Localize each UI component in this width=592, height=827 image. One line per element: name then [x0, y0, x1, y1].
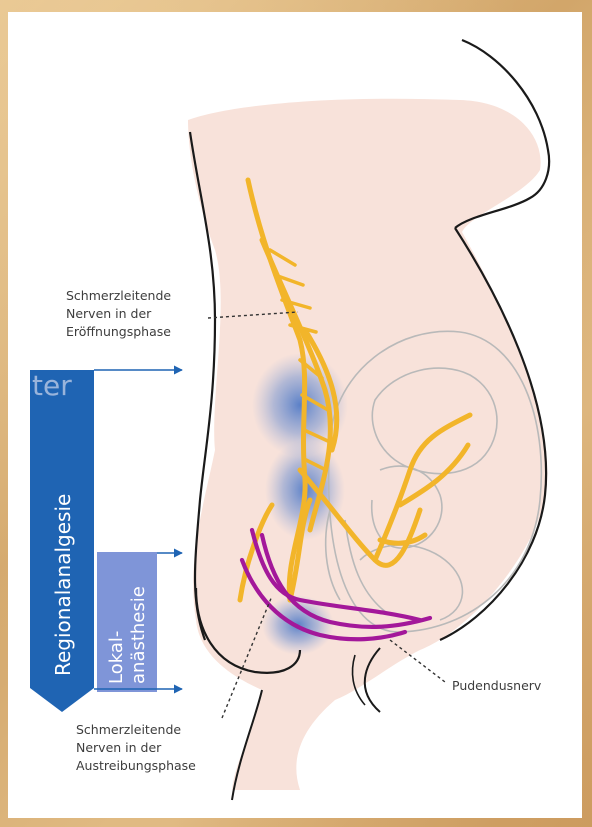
label-top-line1: Schmerzleitende — [66, 288, 171, 303]
faded-text-fragment: ter — [32, 369, 72, 402]
lokal-label-line1: Lokal- — [106, 631, 127, 684]
regionalanalgesie-label: Regionalanalgesie — [51, 494, 75, 676]
label-top-line2: Nerven in der — [66, 306, 152, 321]
label-pudendusnerv: Pudendusnerv — [452, 678, 542, 693]
label-bottom-line1: Schmerzleitende — [76, 722, 181, 737]
label-top-line3: Eröffnungsphase — [66, 324, 171, 339]
label-bottom-line2: Nerven in der — [76, 740, 162, 755]
lokal-label-line2: anästhesie — [128, 586, 149, 684]
label-bottom-line3: Austreibungsphase — [76, 758, 196, 773]
